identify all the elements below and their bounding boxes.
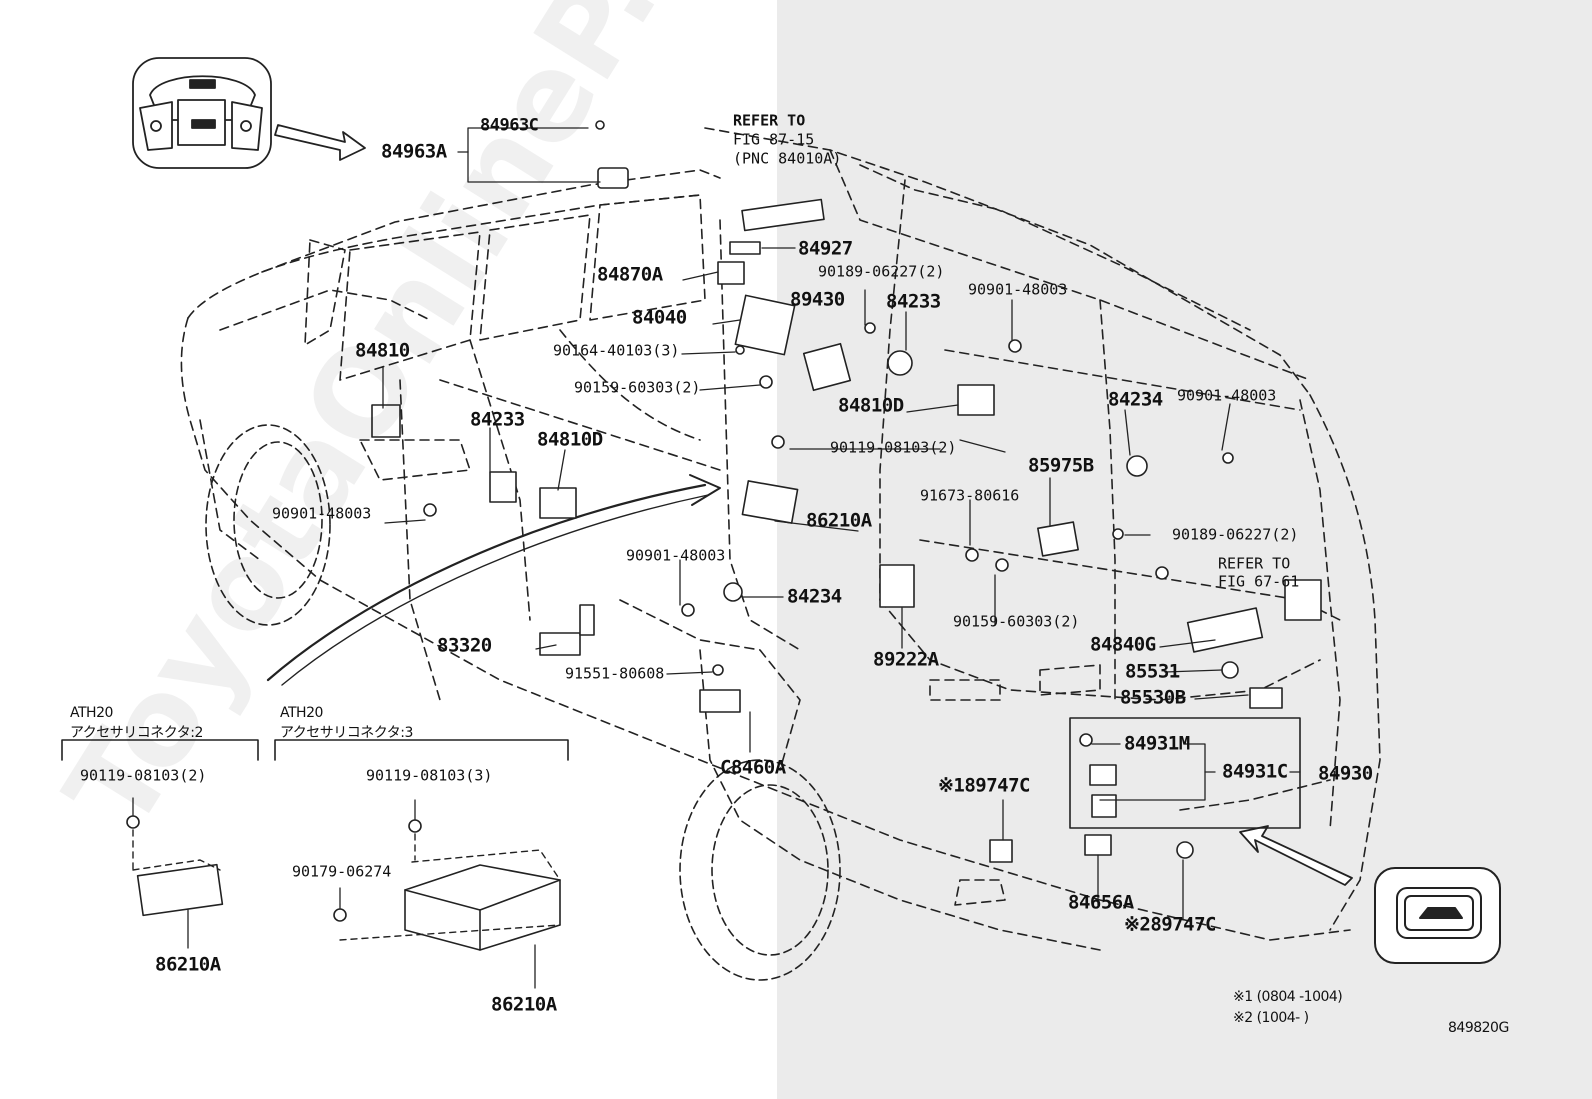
part-label[interactable]: 83320 (437, 634, 492, 657)
part-label[interactable]: 84927 (798, 237, 853, 260)
part-label[interactable]: 90159-60303(2) (574, 378, 701, 397)
callout-arrow-bottom (1239, 825, 1353, 886)
part-label[interactable]: C8460A (720, 756, 786, 779)
part-label[interactable]: 90179-06274 (292, 862, 392, 881)
part-label[interactable]: 90901-48003 (1177, 386, 1277, 405)
inset-overhead-switch (132, 57, 272, 169)
part-label[interactable]: 91673-80616 (920, 486, 1020, 505)
part-label[interactable]: 90901-48003 (272, 504, 372, 523)
part-label[interactable]: 84234 (787, 585, 842, 608)
left-variant-bracket (61, 739, 259, 761)
part-label[interactable]: 84233 (886, 290, 941, 313)
part-label[interactable]: 84233 (470, 408, 525, 431)
part-label[interactable]: 84656A (1068, 891, 1134, 914)
variant-right-model: ATH20 (280, 705, 323, 721)
part-label[interactable]: 86210A (491, 993, 557, 1016)
footnote-1: ※1 (0804 -1004) (1233, 989, 1343, 1005)
part-label[interactable]: 85975B (1028, 454, 1094, 477)
part-label[interactable]: 86210A (155, 953, 221, 976)
part-label[interactable]: 90901-48003 (626, 546, 726, 565)
part-label[interactable]: 84870A (597, 263, 663, 286)
leader-lines (132, 127, 1301, 989)
part-label[interactable]: 89222A (873, 648, 939, 671)
variant-left-model: ATH20 (70, 705, 113, 721)
part-label[interactable]: 91551-80608 (565, 664, 665, 683)
part-label[interactable]: 84810D (838, 394, 904, 417)
part-label[interactable]: 84931M (1124, 732, 1190, 755)
part-label[interactable]: 84963A (381, 140, 447, 163)
inset-rear-switch (1374, 867, 1501, 964)
wheel-front (205, 424, 331, 626)
part-label[interactable]: 84040 (632, 306, 687, 329)
part-label[interactable]: 84930 (1318, 762, 1373, 785)
part-label[interactable]: ※189747C (938, 774, 1031, 797)
part-label[interactable]: 90159-60303(2) (953, 612, 1080, 631)
refer-fig67-line1[interactable]: REFER TO (1218, 554, 1291, 573)
flow-arrow-head (689, 474, 721, 506)
part-label[interactable]: 90119-08103(3) (366, 766, 493, 785)
part-label[interactable]: ※289747C (1124, 913, 1217, 936)
component-shapes (126, 120, 1322, 951)
part-label[interactable]: 84840G (1090, 633, 1156, 656)
connector-kit-box (1069, 717, 1301, 829)
lower-guides (132, 829, 561, 941)
part-label[interactable]: 85531 (1125, 660, 1180, 683)
part-label[interactable]: 84810 (355, 339, 410, 362)
refer-fig67-line2[interactable]: FIG 67-61 (1218, 572, 1300, 591)
flow-arrow-curve (266, 483, 707, 682)
part-label[interactable]: 86210A (806, 509, 872, 532)
part-label[interactable]: 90189-06227(2) (818, 262, 945, 281)
vehicle-body-outline (180, 127, 1381, 951)
refer-fig87-line1[interactable]: REFER TO (733, 111, 806, 130)
part-label[interactable]: 89430 (790, 288, 845, 311)
right-variant-bracket (274, 739, 569, 761)
part-label[interactable]: 85530B (1120, 686, 1186, 709)
refer-fig87-line3[interactable]: (PNC 84010A) (733, 149, 842, 168)
part-label[interactable]: 84931C (1222, 760, 1288, 783)
wheel-rear (679, 759, 841, 981)
part-label[interactable]: 90119-08103(2) (80, 766, 207, 785)
flow-arrow-curve-inner (281, 494, 709, 686)
part-label[interactable]: 84963C (480, 115, 539, 136)
footnote-2: ※2 (1004- ) (1233, 1010, 1309, 1026)
part-label[interactable]: 90901-48003 (968, 280, 1068, 299)
refer-fig87-line2[interactable]: FIG 87-15 (733, 130, 815, 149)
variant-right-desc: アクセサリコネクタ:3 (280, 725, 413, 741)
part-label[interactable]: 90189-06227(2) (1172, 525, 1299, 544)
diagram-id: 849820G (1448, 1020, 1509, 1036)
part-label[interactable]: 90164-40103(3) (553, 341, 680, 360)
variant-left-desc: アクセサリコネクタ:2 (70, 725, 203, 741)
part-label[interactable]: 90119-08103(2) (830, 438, 957, 457)
part-label[interactable]: 84234 (1108, 388, 1163, 411)
callout-arrow-top (274, 124, 366, 161)
part-label[interactable]: 84810D (537, 428, 603, 451)
